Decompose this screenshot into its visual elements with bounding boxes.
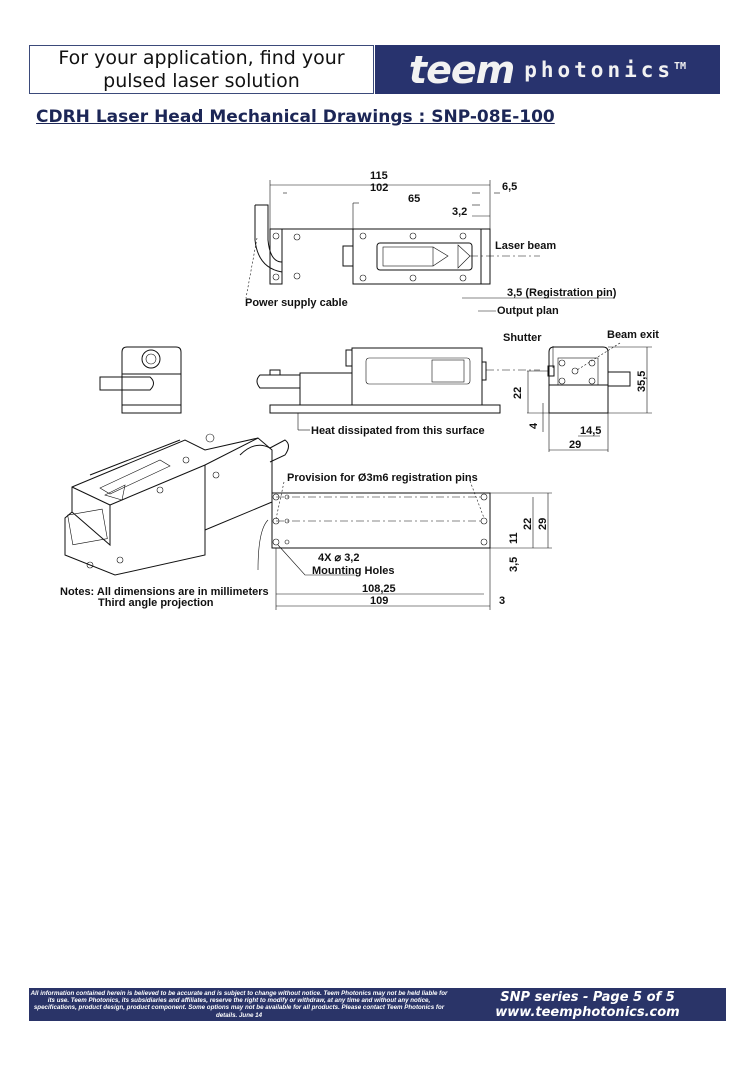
dim-3: 3	[499, 595, 505, 607]
footer-info: SNP series - Page 5 of 5 www.teemphotoni…	[449, 988, 726, 1021]
shutter-label: Shutter	[503, 332, 542, 344]
dim-109: 109	[370, 595, 388, 607]
logo-word-teem: teem	[408, 47, 515, 92]
dim-3-5: 3,5	[508, 557, 520, 572]
dim-29: 29	[569, 439, 581, 451]
registration-pins-label: Provision for Ø3m6 registration pins	[287, 472, 478, 484]
page-info: SNP series - Page 5 of 5	[500, 989, 675, 1005]
dim-115: 115	[370, 170, 388, 182]
dim-3-2: 3,2	[452, 206, 467, 218]
dim-22: 22	[512, 387, 524, 399]
notes-line2: Third angle projection	[98, 597, 214, 609]
dim-14-5: 14,5	[580, 425, 601, 437]
beam-exit-label: Beam exit	[607, 329, 659, 341]
notes-line1: Notes: All dimensions are in millimeters	[60, 586, 269, 598]
heat-surface-label: Heat dissipated from this surface	[311, 425, 485, 437]
top-view: 115 102 65 6,5 3,2 Laser beam Power supp…	[245, 170, 617, 317]
footer-legal: All information contained herein is beli…	[30, 990, 448, 1019]
brand-logo: teem photonicsTM	[375, 45, 720, 94]
dim-22-bottom: 22	[522, 518, 534, 530]
footer: All information contained herein is beli…	[29, 988, 726, 1021]
mounting-holes-label: Mounting Holes	[312, 565, 395, 577]
page-title: CDRH Laser Head Mechanical Drawings : SN…	[36, 107, 555, 127]
logo-word-photonics: photonicsTM	[524, 58, 686, 82]
left-end-view	[99, 346, 182, 414]
isometric-view	[64, 433, 289, 576]
output-plan-label: Output plan	[497, 305, 559, 317]
laser-beam-label: Laser beam	[495, 240, 556, 252]
tagline-line1: For your application, find your	[58, 46, 345, 69]
side-view: Heat dissipated from this surface	[256, 347, 540, 437]
website-link[interactable]: www.teemphotonics.com	[495, 1004, 680, 1020]
dim-4: 4	[528, 422, 540, 429]
tagline-line2: pulsed laser solution	[103, 69, 300, 92]
dim-11: 11	[508, 532, 520, 544]
dim-29-bottom: 29	[537, 518, 549, 530]
logo-photonics-text: photonics	[524, 57, 675, 82]
right-end-view: Shutter Beam exit 22 35,5 4 14,5 29	[503, 329, 659, 452]
tagline-box: For your application, find your pulsed l…	[29, 45, 374, 94]
dim-6-5: 6,5	[502, 181, 517, 193]
dim-108-25: 108,25	[362, 583, 396, 595]
dim-65: 65	[408, 193, 420, 205]
dim-102: 102	[370, 182, 388, 194]
holes-count-label: 4X ⌀ 3,2	[318, 552, 359, 564]
bottom-view: Provision for Ø3m6 registration pins 4X …	[257, 472, 552, 610]
logo-tm: TM	[674, 60, 687, 72]
power-cable-label: Power supply cable	[245, 297, 348, 309]
dim-35-5: 35,5	[636, 371, 648, 392]
registration-pin-label: 3,5 (Registration pin)	[507, 287, 617, 299]
